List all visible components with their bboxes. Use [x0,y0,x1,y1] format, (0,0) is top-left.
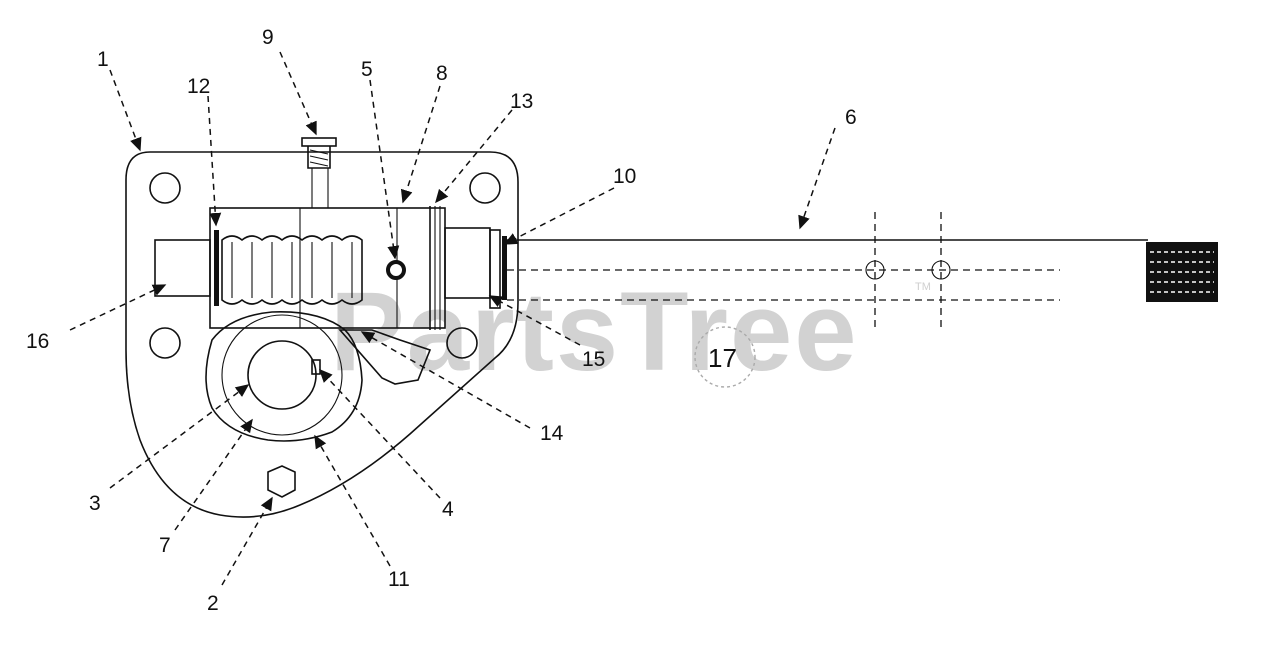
keyway [311,359,321,375]
callout-3: 3 [89,492,101,515]
mount-hole-bottom-left [149,327,181,359]
worm-thread [221,235,363,305]
callout-11: 11 [388,568,410,591]
part-17-outline [694,326,756,388]
bearing-seal-group [444,227,507,309]
adjust-bolt [301,137,337,208]
sector-gear [205,311,432,442]
callout-labels: 1 2 3 4 5 6 7 8 9 10 11 12 13 14 15 16 1… [26,26,857,615]
callout-15: 15 [582,348,605,371]
left-shaft-end [154,239,211,297]
housing-plate [125,151,519,518]
callout-7: 7 [159,534,171,557]
callout-4: 4 [442,498,454,521]
mount-hole-top-right [469,172,501,204]
steering-shaft [507,212,1148,330]
callout-12: 12 [187,75,210,98]
callout-2: 2 [207,592,219,615]
callout-5: 5 [361,58,373,81]
sector-shaft-bore [247,340,317,410]
mount-hole-bottom-right [446,327,478,359]
watermark-text: PartsTree [330,269,859,394]
callout-10: 10 [613,165,636,188]
shaft-hole-2 [931,260,951,280]
callout-9: 9 [262,26,274,49]
shaft-hole-1 [865,260,885,280]
shaft-spline [1146,242,1218,302]
callout-13: 13 [510,90,533,113]
callout-1: 1 [97,48,109,71]
snap-ring [214,230,219,306]
hex-nut [267,465,296,498]
callout-8: 8 [436,62,448,85]
parts-tree-watermark: PartsTree TM [330,269,931,394]
mount-hole-top-left [149,172,181,204]
callout-14: 14 [540,422,564,445]
watermark-tm: TM [915,281,931,293]
ball [386,260,406,280]
leader-lines [69,51,836,586]
callout-16: 16 [26,330,49,353]
callout-17: 17 [708,343,737,373]
callout-6: 6 [845,106,857,129]
